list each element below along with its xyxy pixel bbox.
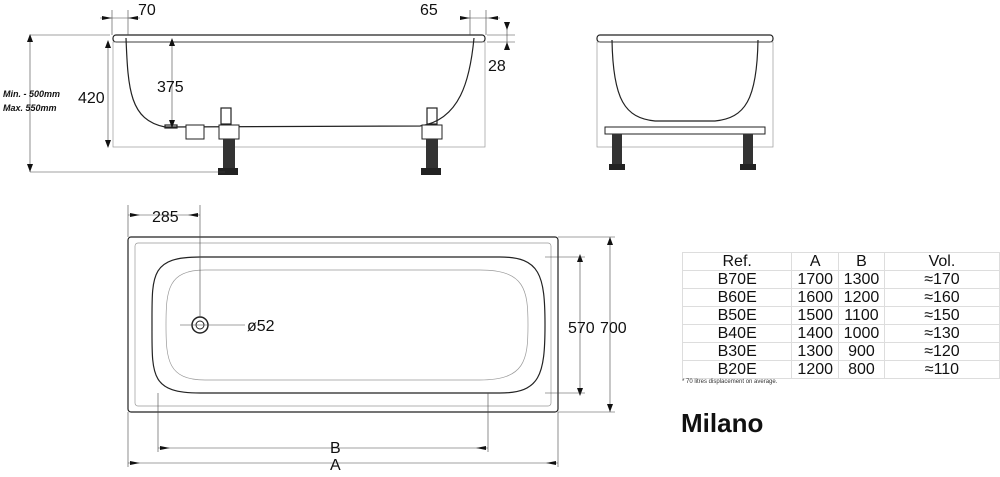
cell-b: 1100 [838,306,885,325]
table-header: Ref. A B Vol. [681,252,1000,271]
cell-vol: ≈130 [883,324,1000,343]
cell-b: 800 [838,360,885,379]
dim-drain-diameter: ø52 [247,318,275,335]
dim-height: 420 [78,90,105,107]
header-vol: Vol. [883,252,1000,271]
dim-drain-offset: 285 [152,209,179,226]
header-ref: Ref. [681,252,793,271]
cell-ref: B60E [681,288,793,307]
product-title: Milano [681,408,764,438]
cell-b: 1000 [838,324,885,343]
cell-ref: B70E [681,270,793,289]
cell-vol: ≈110 [883,360,1000,379]
dim-inner-length: B [330,440,341,457]
plan-view: 285 ø52 570 700 B A [127,205,627,474]
cell-a: 1400 [791,324,840,343]
dim-depth: 375 [157,79,184,96]
header-a: A [791,252,840,271]
cell-vol: ≈170 [883,270,1000,289]
cell-a: 1300 [791,342,840,361]
cell-b: 1300 [838,270,885,289]
leg-right [421,107,443,175]
cell-a: 1500 [791,306,840,325]
cell-vol: ≈120 [883,342,1000,361]
cell-ref: B40E [681,324,793,343]
dim-rim-right: 65 [420,2,438,19]
cell-ref: B50E [681,306,793,325]
height-min-label: Min. - 500mm [3,89,61,99]
cell-b: 1200 [838,288,885,307]
header-b: B [838,252,885,271]
dim-rim-thickness: 28 [488,58,506,75]
cell-a: 1200 [791,360,840,379]
cell-a: 1700 [791,270,840,289]
dim-outer-width: 700 [600,320,627,337]
leg-left [185,107,240,175]
cell-ref: B20E [681,360,793,379]
side-view: 70 65 28 420 375 [27,2,515,175]
dim-rim-left: 70 [138,2,156,19]
cell-ref: B30E [681,342,793,361]
cell-vol: ≈160 [883,288,1000,307]
cell-a: 1600 [791,288,840,307]
cell-b: 900 [838,342,885,361]
table-footnote: * 70 litres displacement on average. [682,379,778,385]
dim-outer-length: A [330,457,341,474]
height-max-label: Max. 550mm [3,103,57,113]
dim-inner-width: 570 [568,320,595,337]
cell-vol: ≈150 [883,306,1000,325]
end-view [596,34,774,170]
